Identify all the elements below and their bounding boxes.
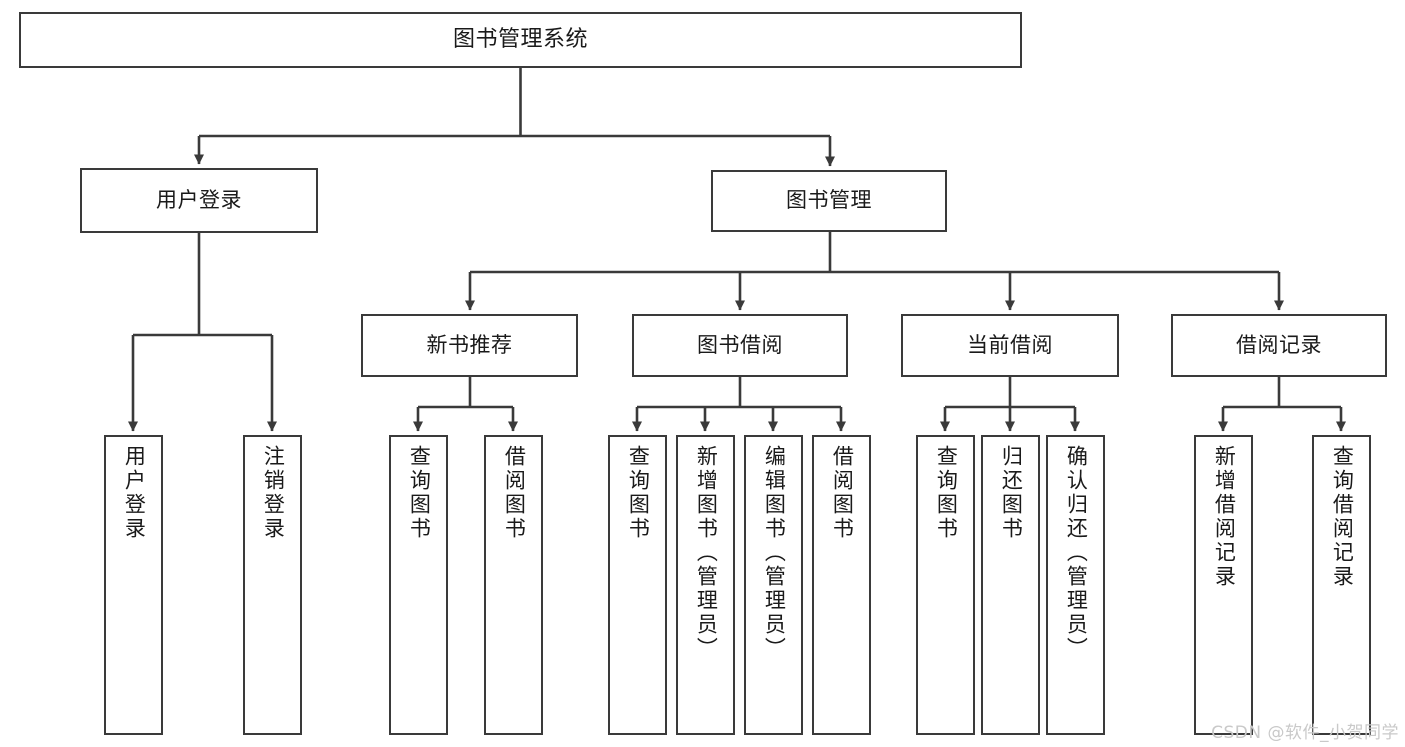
leaf-current-borrow-query-books[interactable]: 查询图书 (916, 435, 975, 735)
leaf-current-borrow-return-books[interactable]: 归还图书 (981, 435, 1040, 735)
node-label: 新增图书（管理员） (694, 445, 719, 661)
node-label: 查询图书 (626, 445, 651, 541)
node-book-borrow[interactable]: 图书借阅 (632, 314, 848, 377)
node-label: 图书管理 (786, 188, 872, 213)
node-label: 编辑图书（管理员） (762, 445, 787, 661)
node-label: 用户登录 (122, 445, 147, 541)
node-label: 借阅图书 (830, 445, 855, 541)
leaf-book-borrow-edit-book-admin[interactable]: 编辑图书（管理员） (744, 435, 803, 735)
node-label: 借阅记录 (1236, 332, 1322, 357)
leaf-new-book-borrow-books[interactable]: 借阅图书 (484, 435, 543, 735)
node-current-borrow[interactable]: 当前借阅 (901, 314, 1119, 377)
node-label: 新书推荐 (426, 332, 513, 357)
node-label: 用户登录 (156, 187, 242, 212)
node-book-management[interactable]: 图书管理 (711, 170, 947, 232)
node-label: 查询图书 (407, 445, 432, 541)
node-new-book-recommend[interactable]: 新书推荐 (361, 314, 578, 377)
node-label: 图书管理系统 (452, 26, 588, 52)
leaf-book-borrow-query-books[interactable]: 查询图书 (608, 435, 667, 735)
node-label: 归还图书 (999, 445, 1024, 541)
leaf-new-book-query-books[interactable]: 查询图书 (389, 435, 448, 735)
node-label: 查询借阅记录 (1330, 445, 1355, 589)
leaf-book-borrow-add-book-admin[interactable]: 新增图书（管理员） (676, 435, 735, 735)
node-label: 图书借阅 (697, 332, 783, 357)
node-borrow-records[interactable]: 借阅记录 (1171, 314, 1387, 377)
node-label: 确认归还（管理员） (1064, 445, 1089, 661)
node-label: 查询图书 (934, 445, 959, 541)
leaf-user-login-logout[interactable]: 注销登录 (243, 435, 302, 735)
node-label: 借阅图书 (502, 445, 527, 541)
leaf-user-login-login[interactable]: 用户登录 (104, 435, 163, 735)
leaf-borrow-records-add-record[interactable]: 新增借阅记录 (1194, 435, 1253, 735)
leaf-borrow-records-query-record[interactable]: 查询借阅记录 (1312, 435, 1371, 735)
leaf-book-borrow-borrow-books[interactable]: 借阅图书 (812, 435, 871, 735)
node-root-book-management-system[interactable]: 图书管理系统 (19, 12, 1022, 68)
node-label: 当前借阅 (967, 332, 1053, 357)
node-label: 注销登录 (261, 445, 286, 541)
node-label: 新增借阅记录 (1212, 445, 1237, 589)
node-user-login[interactable]: 用户登录 (80, 168, 318, 233)
leaf-current-borrow-confirm-return-admin[interactable]: 确认归还（管理员） (1046, 435, 1105, 735)
